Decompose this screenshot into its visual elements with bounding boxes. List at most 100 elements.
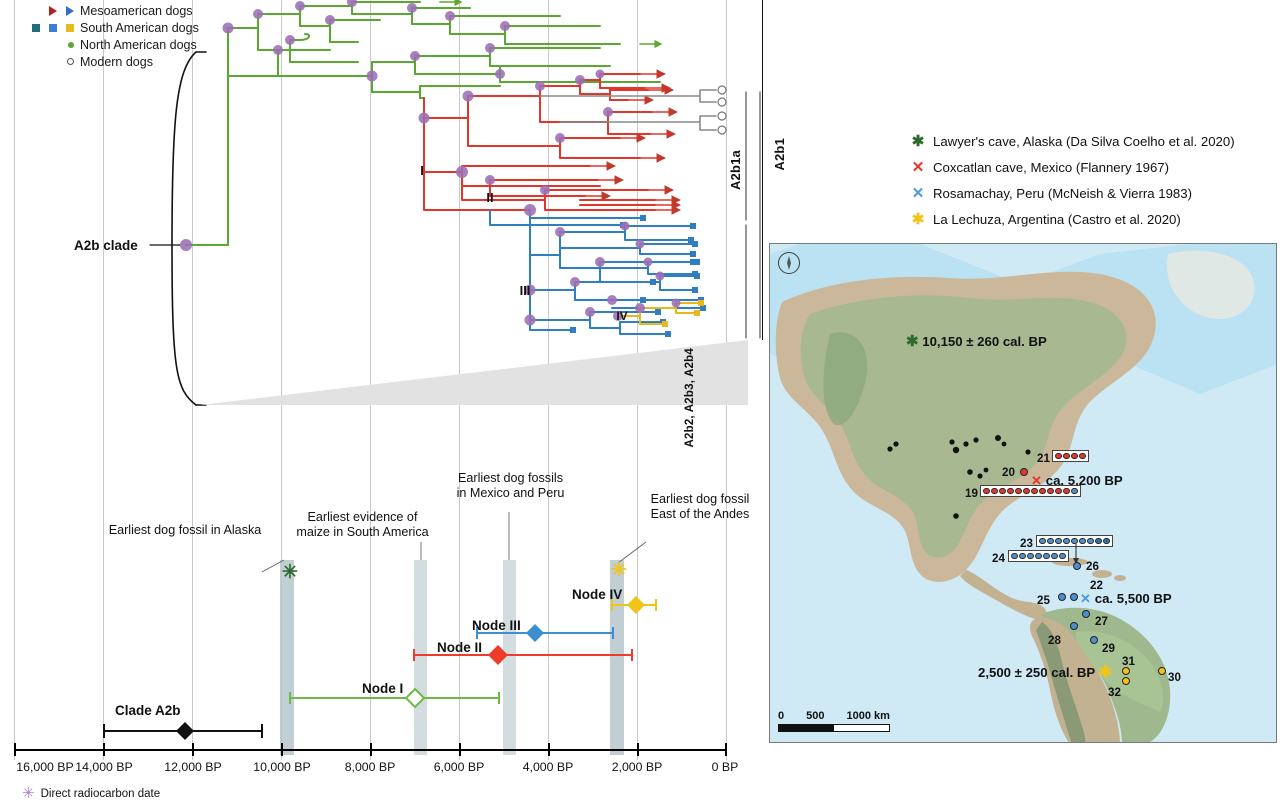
site-number-29: 29 [1102,642,1115,655]
node-label-node-iii: Node III [472,618,521,633]
x-red-icon: ✕ [911,159,925,176]
axis-tick-label: 2,000 BP [611,760,663,774]
site-number-30: 30 [1168,671,1181,684]
site-marker-20 [1020,468,1028,476]
annotation-alaska: Earliest dog fossil in Alaska [108,523,262,537]
site-marker-26 [1073,562,1081,570]
site-dot [1039,487,1046,494]
legend-markers [4,41,80,48]
axis-tick [281,743,283,756]
radiocarbon-legend-label: Direct radiocarbon date [40,788,161,800]
square-blue-icon [49,23,57,32]
legend-markers [4,58,80,65]
dot-group-23 [1036,535,1113,547]
axis-tick-label: 8,000 BP [344,760,396,774]
site-dot [1059,552,1066,559]
site-dot [999,487,1006,494]
axis-tick-label: 0 BP [711,760,739,774]
site-marker-32 [1122,677,1130,685]
square-yellow-icon [66,23,74,32]
site-marker-31 [1122,667,1130,675]
site-dot [1055,487,1062,494]
gridline [281,0,282,760]
svg-text:I: I [420,163,424,178]
legend-item-mesoamerican: Mesoamerican dogs [4,2,199,19]
asterisk-green-icon: ✳ [282,562,298,583]
site-number-21: 21 [1037,452,1050,465]
map-legend-item-la-lechuza: ✱ La Lechuza, Argentina (Castro et al. 2… [911,210,1235,236]
site-marker-22 [1070,593,1078,601]
asterisk-green-icon: ✱ [911,133,925,150]
site-dot [1023,487,1030,494]
site-dot [1071,452,1078,459]
dot-group-19 [980,485,1081,497]
site-dot [1063,487,1070,494]
site-marker-29 [1090,636,1098,644]
dot-group-24 [1008,550,1069,562]
map-date-peru: ✕ ca. 5,500 BP [1080,591,1172,606]
scale-label-500: 500 [806,710,825,722]
clade-label-a2b-others: A2b2, A2b3, A2b4 [684,348,696,448]
event-band-east-andes [610,560,624,755]
site-dot [1103,537,1110,544]
site-marker-27 [1082,610,1090,618]
map-date-argentina: 2,500 ± 250 cal. BP ✱ [978,664,1113,681]
site-dot [1051,552,1058,559]
legend-item-south-american: South American dogs [4,19,199,36]
node-label-node-i: Node I [362,681,404,696]
site-dot [1079,537,1086,544]
axis-tick [14,743,16,756]
site-dot [1079,452,1086,459]
site-dot [1071,487,1078,494]
map-legend-label: Rosamachay, Peru (McNeish & Vierra 1983) [933,186,1192,201]
axis-tick [725,743,727,756]
map-legend-item-coxcatlan-cave: ✕ Coxcatlan cave, Mexico (Flannery 1967) [911,158,1235,184]
axis-tick-label: 12,000 BP [164,760,222,774]
site-number-25: 25 [1037,594,1050,607]
site-dot [1071,537,1078,544]
site-dot [1047,487,1054,494]
axis-tick-label: 4,000 BP [522,760,574,774]
svg-text:III: III [520,283,531,298]
triangle-blue-icon [66,5,74,16]
site-dot [1055,537,1062,544]
legend-label: Modern dogs [80,54,153,69]
axis-tick [637,743,639,756]
site-number-22: 22 [1090,579,1103,592]
americas-map[interactable]: ✱ 10,150 ± 260 cal. BP 21 20 ✕ ca. 5,200… [769,243,1277,743]
axis-tick [192,743,194,756]
site-number-24: 24 [992,552,1005,565]
asterisk-yellow-icon: ✱ [911,211,925,228]
node-label-clade-a2b: Clade A2b [115,703,181,718]
site-dot [1007,487,1014,494]
legend-label: South American dogs [80,20,199,35]
site-dot [1047,537,1054,544]
site-dot [1039,537,1046,544]
node-label-node-iv: Node IV [572,587,623,602]
legend-label: North American dogs [80,37,197,52]
asterisk-green-icon: ✱ [906,333,919,350]
site-marker-28 [1070,622,1078,630]
axis-tick [103,743,105,756]
map-panel: ✱ Lawyer's cave, Alaska (Da Silva Coelho… [763,0,1280,808]
radiocarbon-legend: ✳ Direct radiocarbon date [22,785,161,802]
site-marker-25 [1058,593,1066,601]
legend-item-modern: Modern dogs [4,53,199,70]
tree-legend: Mesoamerican dogs South American dogs No… [4,2,199,70]
asterisk-yellow-icon: ✱ [1098,664,1113,681]
site-dot [1019,552,1026,559]
panel-divider [762,0,764,340]
clade-label-a2b1a: A2b1a [728,150,743,191]
site-dot [1027,552,1034,559]
asterisk-purple-icon: ✳ [22,785,35,802]
site-dot [1055,452,1062,459]
scale-label-1000: 1000 km [846,710,890,722]
axis-tick-label: 6,000 BP [433,760,485,774]
map-legend-item-rosamachay: ✕ Rosamachay, Peru (McNeish & Vierra 198… [911,184,1235,210]
square-teal-icon [32,23,40,32]
x-blue-icon: ✕ [911,185,925,202]
axis-tick-label: 16,000 BP [16,760,74,774]
